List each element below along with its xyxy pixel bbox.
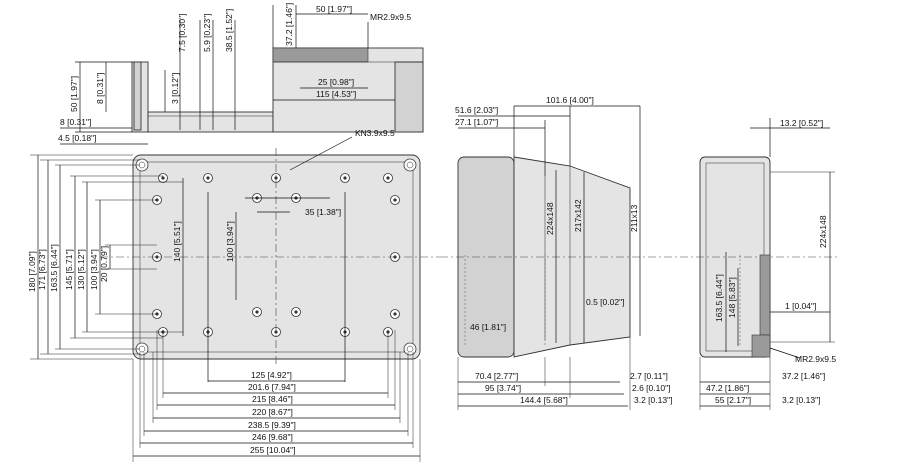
callout-label: MR2.9x9.5 bbox=[370, 12, 411, 22]
dim-label: 224x148 bbox=[818, 215, 828, 248]
dim-label: 101.6 [4.00"] bbox=[546, 95, 594, 105]
dimension-labels: 50 [1.97"] MR2.9x9.5 37.2 [1.46"] 38.5 [… bbox=[27, 3, 836, 455]
dim-label: 180 [7.09"] bbox=[27, 251, 37, 292]
dim-label: 171 [6.73"] bbox=[37, 249, 47, 290]
dim-label: 55 [2.17"] bbox=[715, 395, 751, 405]
dim-label: 8 [0.31"] bbox=[95, 73, 105, 104]
dim-label: 3 [0.12"] bbox=[170, 73, 180, 104]
dim-label: 3.2 [0.13"] bbox=[634, 395, 672, 405]
dim-label: 130 [5.12"] bbox=[76, 249, 86, 290]
dim-label: 95 [3.74"] bbox=[485, 383, 521, 393]
front-view bbox=[30, 136, 440, 462]
dim-label: 1 [0.04"] bbox=[785, 301, 816, 311]
dim-label: 255 [10.04"] bbox=[250, 445, 296, 455]
boss-center bbox=[274, 176, 278, 180]
boss-center bbox=[343, 176, 347, 180]
boss-center bbox=[206, 176, 210, 180]
dim-label: 20 [0.79"] bbox=[99, 246, 109, 282]
side-view bbox=[440, 105, 680, 410]
dim-label: 51.6 [2.03"] bbox=[455, 105, 498, 115]
dim-label: 46 [1.81"] bbox=[470, 322, 506, 332]
dim-label: 70.4 [2.77"] bbox=[475, 371, 518, 381]
dim-label: 5.9 [0.23"] bbox=[202, 14, 212, 52]
top-section-view bbox=[60, 5, 424, 145]
dim-label: 144.4 [5.68"] bbox=[520, 395, 568, 405]
dim-label: 163.5 [6.44"] bbox=[49, 244, 59, 292]
boss-center bbox=[255, 310, 259, 314]
dim-label: 115 [4.53"] bbox=[316, 89, 356, 99]
boss-center bbox=[294, 310, 298, 314]
dim-label: 2.7 [0.11"] bbox=[630, 371, 668, 381]
dim-label: 220 [8.67"] bbox=[252, 407, 293, 417]
dim-label: 7.5 [0.30"] bbox=[177, 14, 187, 52]
dim-label: 35 [1.38"] bbox=[305, 207, 341, 217]
dim-label: 163.5 [6.44"] bbox=[714, 274, 724, 322]
right-view bbox=[680, 118, 840, 410]
dim-label: 3.2 [0.13"] bbox=[782, 395, 820, 405]
boss-center bbox=[161, 176, 165, 180]
dim-label: 27.1 [1.07"] bbox=[455, 117, 498, 127]
dim-label: 100 [3.94"] bbox=[225, 221, 235, 262]
dim-label: 37.2 [1.46"] bbox=[284, 3, 294, 46]
dim-label: 215 [8.46"] bbox=[252, 394, 293, 404]
boss-center bbox=[393, 312, 397, 316]
dim-label: 140 [5.51"] bbox=[172, 221, 182, 262]
dim-label: 50 [1.97"] bbox=[69, 76, 79, 112]
dim-label: 50 [1.97"] bbox=[316, 4, 352, 14]
dim-label: 4.5 [0.18"] bbox=[58, 133, 96, 143]
dim-label: 0.5 [0.02"] bbox=[586, 297, 624, 307]
dim-label: 125 [4.92"] bbox=[251, 370, 292, 380]
dim-label: 8 [0.31"] bbox=[60, 117, 91, 127]
dim-label: 25 [0.98"] bbox=[318, 77, 354, 87]
dim-label: 47.2 [1.86"] bbox=[706, 383, 749, 393]
dim-label: 148 [5.83"] bbox=[727, 277, 737, 318]
callout-label: MR2.9x9.5 bbox=[795, 354, 836, 364]
dim-label: 211x13 bbox=[629, 204, 639, 232]
callout-label: KN3.9x9.5 bbox=[355, 128, 395, 138]
dim-label: 13.2 [0.52"] bbox=[780, 118, 823, 128]
boss-center bbox=[386, 176, 390, 180]
dim-label: 201.6 [7.94"] bbox=[248, 382, 296, 392]
dim-label: 246 [9.68"] bbox=[252, 432, 293, 442]
dim-label: 145 [5.71"] bbox=[64, 249, 74, 290]
dim-label: 38.5 [1.52"] bbox=[224, 9, 234, 52]
dim-label: 238.5 [9.39"] bbox=[248, 420, 296, 430]
boss-center bbox=[393, 198, 397, 202]
dim-label: 100 [3.94"] bbox=[89, 249, 99, 290]
dim-label: 224x148 bbox=[545, 202, 555, 235]
boss-center bbox=[155, 255, 159, 259]
dim-label: 217x142 bbox=[573, 199, 583, 232]
dim-label: 37.2 [1.46"] bbox=[782, 371, 825, 381]
dim-label: 2.6 [0.10"] bbox=[632, 383, 670, 393]
